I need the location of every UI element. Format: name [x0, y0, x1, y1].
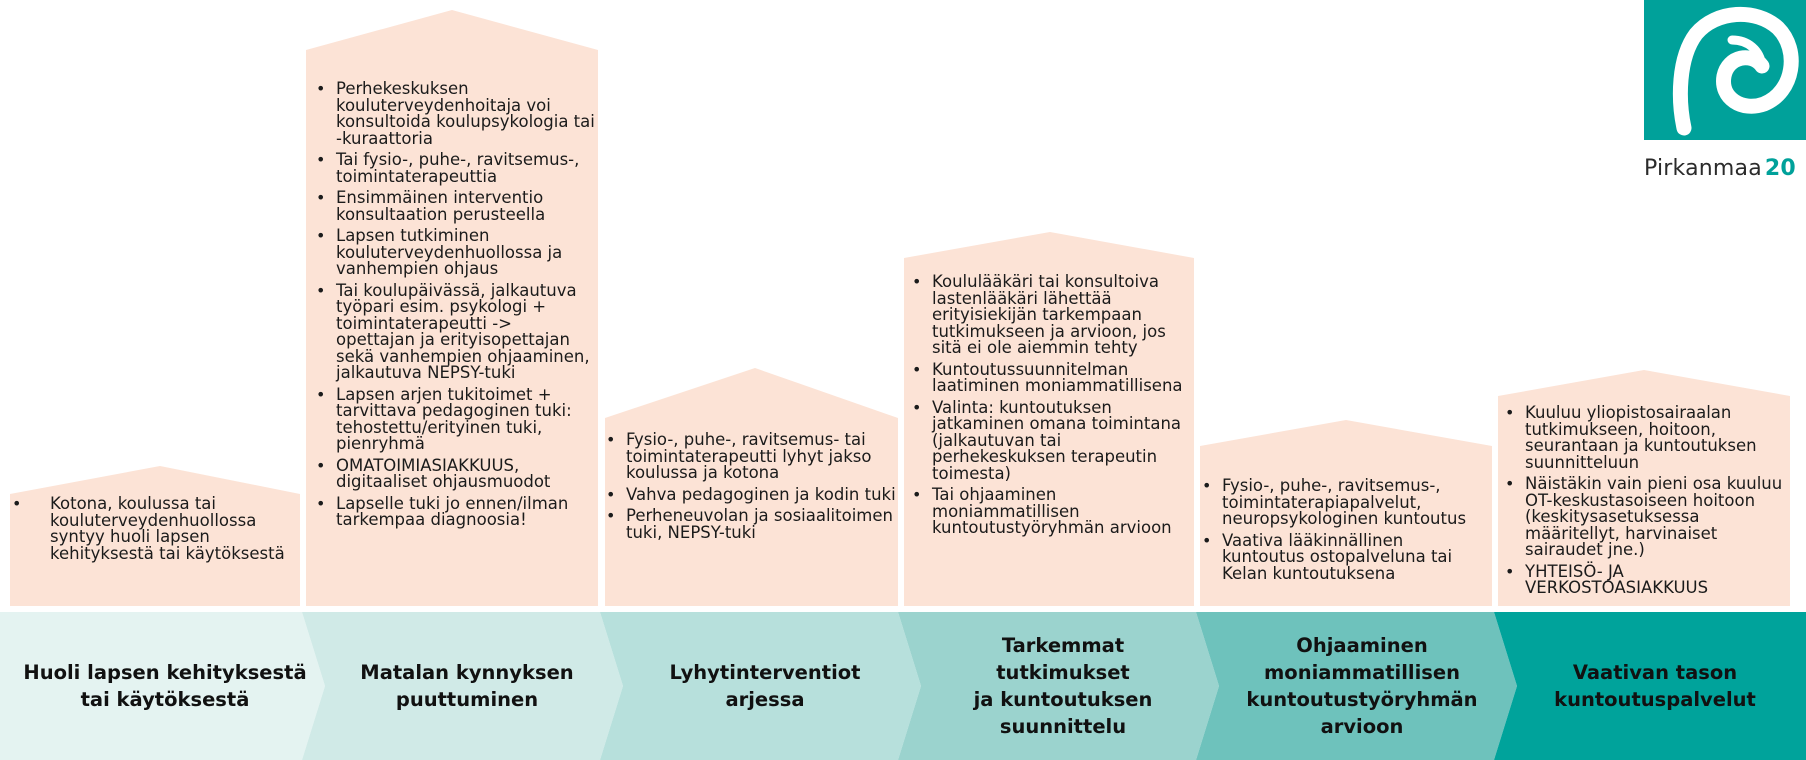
step-label-4: Tarkemmat tutkimukset ja kuntoutuksen su… — [973, 634, 1153, 738]
bullet-item: Lapselle tuki jo ennen/ilman tarkempaa d… — [316, 495, 596, 529]
pirkanmaa-logo-icon — [1644, 0, 1806, 140]
column-1-bullets: Kotona, koulussa tai kouluterveydenhuoll… — [12, 495, 296, 562]
column-2-text: Perhekeskuksen kouluterveydenhoitaja voi… — [316, 80, 596, 534]
column-6-text: Kuuluu yliopistosairaalan tutkimukseen, … — [1505, 404, 1793, 602]
step-label-3: Lyhytinterventiot arjessa — [669, 661, 861, 711]
chevron-3 — [600, 612, 921, 760]
bullet-item: Tai ohjaaminen moniammatillisen kuntoutu… — [912, 486, 1192, 537]
chevron-1 — [0, 612, 325, 760]
column-6-bullets: Kuuluu yliopistosairaalan tutkimukseen, … — [1505, 404, 1793, 597]
chevron-6 — [1494, 612, 1806, 760]
bullet-item: OMATOIMIASIAKKUUS, digitaaliset ohjausmu… — [316, 457, 596, 491]
bullet-item: Fysio-, puhe-, ravitsemus-, toimintatera… — [1202, 477, 1490, 528]
step-label-5: Ohjaaminen moniammatillisen kuntoutustyö… — [1246, 634, 1478, 738]
bullet-item: Lapsen tutkiminen kouluterveydenhuolloss… — [316, 227, 596, 278]
bullet-item: Valinta: kuntoutuksen jatkaminen omana t… — [912, 399, 1192, 483]
step-label-6: Vaativan tason kuntoutuspalvelut — [1554, 661, 1756, 711]
column-5-text: Fysio-, puhe-, ravitsemus-, toimintatera… — [1202, 477, 1490, 587]
step-label-2: Matalan kynnyksen puuttuminen — [360, 661, 574, 711]
bullet-item: Tai fysio-, puhe-, ravitsemus-, toiminta… — [316, 151, 596, 185]
column-4-text: Koululääkäri tai konsultoiva lastenlääkä… — [912, 273, 1192, 542]
column-1-text: Kotona, koulussa tai kouluterveydenhuoll… — [12, 495, 296, 567]
bullet-item: Perhekeskuksen kouluterveydenhoitaja voi… — [316, 80, 596, 147]
bullet-item: Perheneuvolan ja sosiaalitoimen tuki, NE… — [606, 507, 896, 541]
bullet-item: Kotona, koulussa tai kouluterveydenhuoll… — [12, 495, 296, 562]
bullet-item: Fysio-, puhe-, ravitsemus- tai toimintat… — [606, 431, 896, 482]
column-3-bullets: Fysio-, puhe-, ravitsemus- tai toimintat… — [606, 431, 896, 541]
column-3-text: Fysio-, puhe-, ravitsemus- tai toimintat… — [606, 431, 896, 546]
bullet-item: Vaativa lääkinnällinen kuntoutus ostopal… — [1202, 532, 1490, 583]
bullet-item: YHTEISÖ- JA VERKOSTOASIAKKUUS — [1505, 563, 1793, 597]
bullet-item: Lapsen arjen tukitoimet + tarvittava ped… — [316, 386, 596, 453]
chevron-2 — [302, 612, 623, 760]
bullet-item: Kuuluu yliopistosairaalan tutkimukseen, … — [1505, 404, 1793, 471]
bullet-item: Tai koulupäivässä, jalkautuva työpari es… — [316, 282, 596, 382]
bullet-item: Ensimmäinen interventio konsultaation pe… — [316, 189, 596, 223]
chevron-4 — [898, 612, 1219, 760]
bullet-item: Kuntoutussuunnitelman laatiminen moniamm… — [912, 361, 1192, 395]
logo-name: Pirkanmaa — [1644, 156, 1762, 181]
column-4-bullets: Koululääkäri tai konsultoiva lastenlääkä… — [912, 273, 1192, 537]
column-5-bullets: Fysio-, puhe-, ravitsemus-, toimintatera… — [1202, 477, 1490, 583]
step-label-1: Huoli lapsen kehityksestä tai käytöksest… — [23, 661, 307, 711]
bullet-item: Näistäkin vain pieni osa kuuluu OT-kesku… — [1505, 475, 1793, 559]
column-2-bullets: Perhekeskuksen kouluterveydenhoitaja voi… — [316, 80, 596, 529]
bullet-item: Vahva pedagoginen ja kodin tuki — [606, 486, 896, 504]
chevron-5 — [1196, 612, 1517, 760]
logo-year: 20 — [1764, 156, 1796, 181]
bullet-item: Koululääkäri tai konsultoiva lastenlääkä… — [912, 273, 1192, 357]
